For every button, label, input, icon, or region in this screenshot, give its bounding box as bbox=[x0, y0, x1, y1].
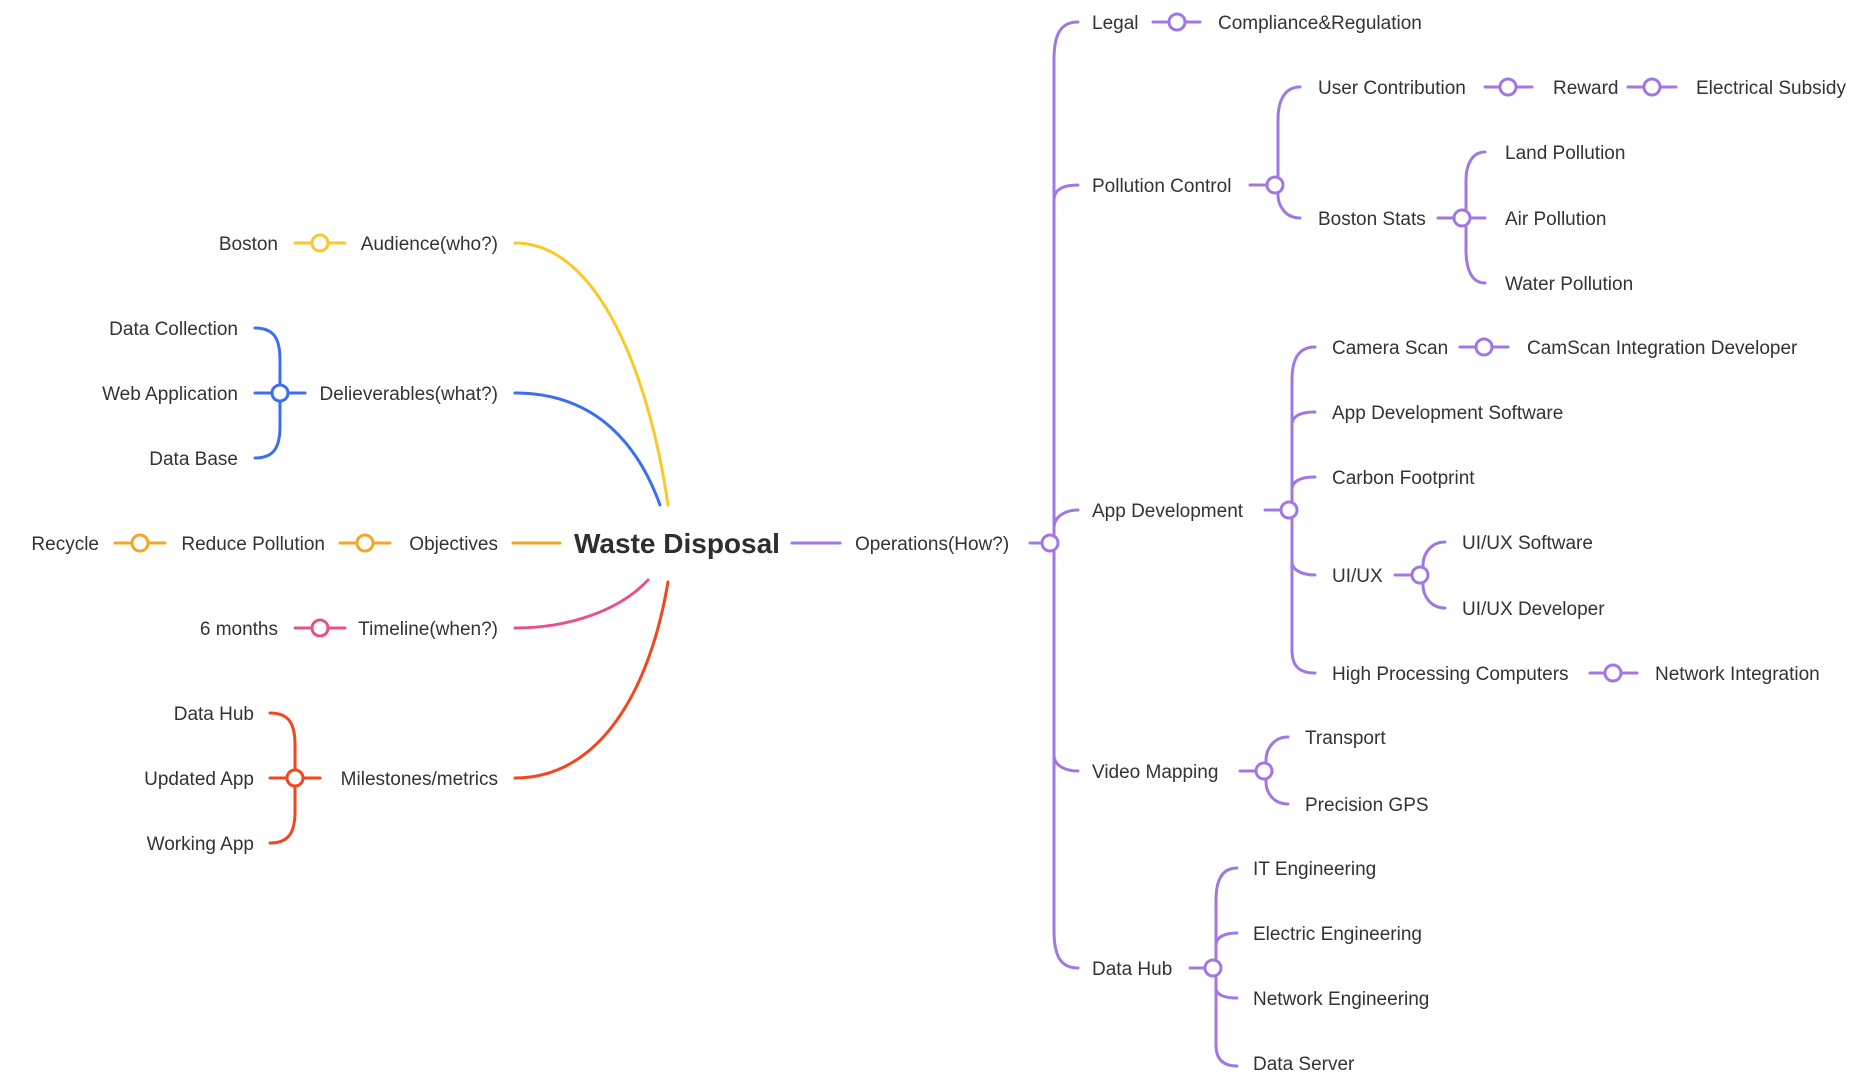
land-pollution-label[interactable]: Land Pollution bbox=[1505, 143, 1625, 164]
uiux-software-label[interactable]: UI/UX Software bbox=[1462, 533, 1593, 554]
operations-label[interactable]: Operations(How?) bbox=[855, 534, 1009, 555]
appdev-tick-software bbox=[1290, 410, 1317, 427]
branch-objectives bbox=[113, 533, 562, 553]
deliverables-link bbox=[513, 391, 662, 507]
reward-collapse-toggle[interactable] bbox=[1642, 77, 1662, 97]
milestones-child-1[interactable]: Data Hub bbox=[174, 704, 254, 725]
appdev-tick-uiux bbox=[1290, 560, 1317, 577]
audience-link bbox=[513, 241, 670, 507]
deliverables-child-2[interactable]: Web Application bbox=[102, 384, 238, 405]
uiux-developer-label[interactable]: UI/UX Developer bbox=[1462, 599, 1605, 620]
branch-operations bbox=[790, 12, 1678, 1068]
deliverables-collapse-toggle[interactable] bbox=[270, 383, 290, 403]
data-server-label[interactable]: Data Server bbox=[1253, 1054, 1355, 1075]
electric-engineering-label[interactable]: Electric Engineering bbox=[1253, 924, 1422, 945]
precision-gps-label[interactable]: Precision GPS bbox=[1305, 795, 1429, 816]
spine-tick-pollution bbox=[1052, 183, 1080, 202]
camscan-developer-label[interactable]: CamScan Integration Developer bbox=[1527, 338, 1798, 359]
timeline-link bbox=[513, 578, 650, 630]
boston-stats-label[interactable]: Boston Stats bbox=[1318, 209, 1426, 230]
deliverables-child-1[interactable]: Data Collection bbox=[109, 319, 238, 340]
pollution-control-label[interactable]: Pollution Control bbox=[1092, 176, 1231, 197]
user-contribution-label[interactable]: User Contribution bbox=[1318, 78, 1466, 99]
objectives-collapse-toggle[interactable] bbox=[355, 533, 375, 553]
it-engineering-label[interactable]: IT Engineering bbox=[1253, 859, 1376, 880]
timeline-label[interactable]: Timeline(when?) bbox=[358, 619, 498, 640]
uiux-label[interactable]: UI/UX bbox=[1332, 566, 1383, 587]
milestones-child-3[interactable]: Working App bbox=[147, 834, 254, 855]
pollution-bracket bbox=[1276, 85, 1302, 220]
objectives-grandchild-recycle[interactable]: Recycle bbox=[31, 534, 99, 555]
camera-scan-label[interactable]: Camera Scan bbox=[1332, 338, 1448, 359]
milestones-label[interactable]: Milestones/metrics bbox=[341, 769, 498, 790]
app-dev-software-label[interactable]: App Development Software bbox=[1332, 403, 1563, 424]
audience-child-boston[interactable]: Boston bbox=[219, 234, 278, 255]
objectives-child-reduce-pollution[interactable]: Reduce Pollution bbox=[181, 534, 325, 555]
transport-label[interactable]: Transport bbox=[1305, 728, 1386, 749]
reduce-pollution-collapse-toggle[interactable] bbox=[130, 533, 150, 553]
spine-tick-video bbox=[1052, 753, 1080, 773]
branch-deliverables bbox=[253, 326, 662, 507]
datahub-tick-electric bbox=[1214, 931, 1239, 947]
user-contribution-collapse-toggle[interactable] bbox=[1498, 77, 1518, 97]
timeline-collapse-toggle[interactable] bbox=[310, 618, 330, 638]
milestones-link bbox=[513, 580, 670, 780]
audience-label[interactable]: Audience(who?) bbox=[361, 234, 498, 255]
deliverables-child-3[interactable]: Data Base bbox=[149, 449, 238, 470]
network-integration-label[interactable]: Network Integration bbox=[1655, 664, 1820, 685]
deliverables-label[interactable]: Delieverables(what?) bbox=[320, 384, 498, 405]
high-processing-label[interactable]: High Processing Computers bbox=[1332, 664, 1569, 685]
objectives-label[interactable]: Objectives bbox=[409, 534, 498, 555]
milestones-child-2[interactable]: Updated App bbox=[144, 769, 254, 790]
data-hub-label[interactable]: Data Hub bbox=[1092, 959, 1172, 980]
pollution-collapse-toggle[interactable] bbox=[1265, 175, 1285, 195]
legal-label[interactable]: Legal bbox=[1092, 13, 1139, 34]
video-mapping-label[interactable]: Video Mapping bbox=[1092, 762, 1218, 783]
operations-spine bbox=[1052, 20, 1080, 970]
uiux-collapse-toggle[interactable] bbox=[1410, 565, 1430, 585]
branch-timeline bbox=[293, 578, 650, 638]
branch-milestones bbox=[268, 580, 670, 845]
camera-scan-collapse-toggle[interactable] bbox=[1474, 337, 1494, 357]
root-topic[interactable]: Waste Disposal bbox=[574, 528, 780, 559]
air-pollution-label[interactable]: Air Pollution bbox=[1505, 209, 1606, 230]
high-processing-collapse-toggle[interactable] bbox=[1603, 663, 1623, 683]
video-collapse-toggle[interactable] bbox=[1254, 761, 1274, 781]
appdev-tick-carbon bbox=[1290, 475, 1317, 492]
audience-collapse-toggle[interactable] bbox=[310, 233, 330, 253]
datahub-tick-network bbox=[1214, 986, 1239, 1000]
network-engineering-label[interactable]: Network Engineering bbox=[1253, 989, 1429, 1010]
timeline-child-6-months[interactable]: 6 months bbox=[200, 619, 278, 640]
branch-audience bbox=[293, 233, 670, 507]
reward-label[interactable]: Reward bbox=[1553, 78, 1618, 99]
app-development-label[interactable]: App Development bbox=[1092, 501, 1244, 522]
carbon-footprint-label[interactable]: Carbon Footprint bbox=[1332, 468, 1475, 489]
water-pollution-label[interactable]: Water Pollution bbox=[1505, 274, 1633, 295]
spine-tick-appdev bbox=[1052, 508, 1080, 530]
operations-collapse-toggle[interactable] bbox=[1040, 533, 1060, 553]
electrical-subsidy-label[interactable]: Electrical Subsidy bbox=[1696, 78, 1846, 99]
appdev-collapse-toggle[interactable] bbox=[1279, 500, 1299, 520]
milestones-collapse-toggle[interactable] bbox=[285, 768, 305, 788]
legal-child-compliance[interactable]: Compliance&Regulation bbox=[1218, 13, 1422, 34]
boston-stats-collapse-toggle[interactable] bbox=[1452, 208, 1472, 228]
legal-collapse-toggle[interactable] bbox=[1167, 12, 1187, 32]
datahub-collapse-toggle[interactable] bbox=[1203, 958, 1223, 978]
